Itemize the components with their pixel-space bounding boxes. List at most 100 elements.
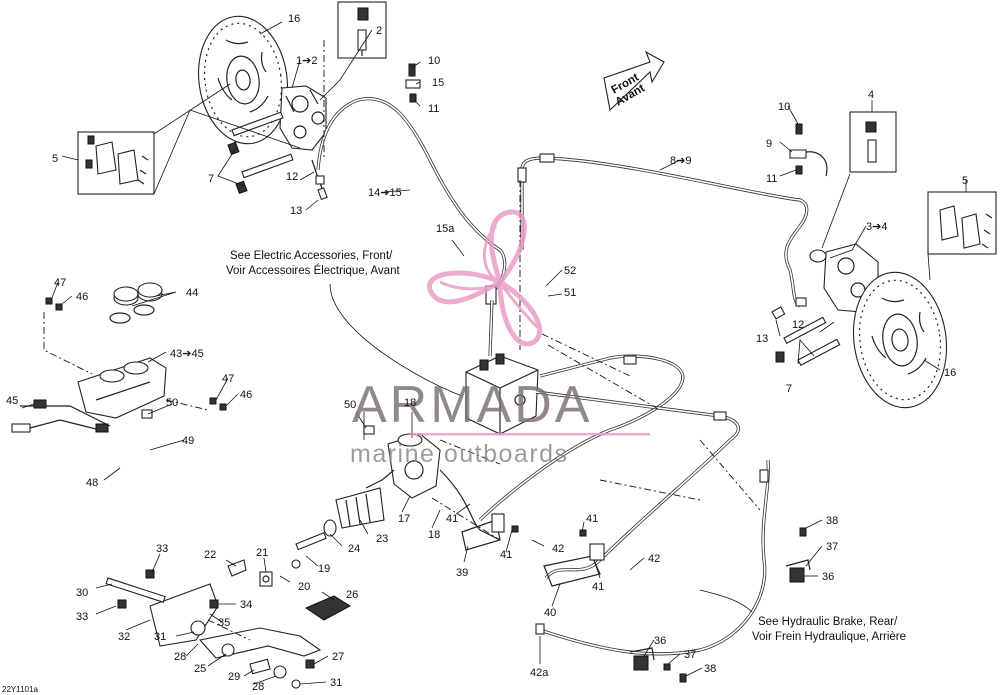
left-bleeder: [311, 159, 328, 201]
callout-28-right: 28: [252, 681, 264, 693]
callout-4: 4: [868, 89, 874, 101]
callout-1-2: 1➔2: [296, 55, 317, 67]
hose-bracket-right: [789, 123, 828, 177]
hydraulic-brake-note-line1: See Hydraulic Brake, Rear/: [758, 616, 898, 628]
hydraulic-brake-note-line2: Voir Frein Hydraulique, Arrière: [752, 631, 906, 643]
callout-32: 32: [118, 631, 130, 643]
front-direction-arrow: [603, 50, 665, 112]
reservoir-hoses: [117, 409, 401, 492]
callout-31-left: 31: [154, 631, 166, 643]
watermark-tagline: marine outboards: [350, 440, 569, 468]
callout-41-d: 41: [592, 581, 604, 593]
callout-9: 9: [766, 138, 772, 150]
callout-33-bottom: 33: [76, 611, 88, 623]
callout-13-right: 13: [756, 333, 768, 345]
callout-47-top: 47: [54, 277, 66, 289]
callout-29: 29: [228, 671, 240, 683]
pedal-bushings: [249, 658, 315, 689]
callout-28-left: 28: [174, 651, 186, 663]
right-brake-disc: [852, 271, 948, 409]
brake-fluid-reservoir: [77, 357, 167, 419]
callout-3-4: 3➔4: [866, 221, 887, 233]
right-bleeder-and-bolts: [771, 297, 841, 367]
left-brake-disc: [197, 15, 289, 145]
callout-26: 26: [346, 589, 358, 601]
callout-45: 45: [6, 395, 18, 407]
watermark: ARMADA marine outboards: [350, 209, 650, 468]
callout-37-bottom: 37: [684, 649, 696, 661]
callout-50-left: 50: [166, 397, 178, 409]
callout-10-right: 10: [778, 101, 790, 113]
watermark-brand: ARMADA: [352, 376, 592, 434]
callout-44: 44: [186, 287, 198, 299]
callout-23: 23: [376, 533, 388, 545]
callout-8-9: 8➔9: [670, 155, 691, 167]
left-brake-pads-kit: [77, 131, 155, 195]
right-brake-pads-kit: [927, 191, 997, 255]
callout-33-top: 33: [156, 543, 168, 555]
callout-41-b: 41: [500, 549, 512, 561]
callout-20: 20: [298, 581, 310, 593]
callout-37-right: 37: [826, 541, 838, 553]
line-brackets: [461, 513, 605, 587]
callout-19: 19: [318, 563, 330, 575]
callout-34: 34: [240, 599, 252, 611]
callout-42-b: 42: [648, 553, 660, 565]
hose-bracket-top: [405, 63, 421, 103]
callout-15-top: 15: [432, 77, 444, 89]
callout-40: 40: [544, 607, 556, 619]
callout-11-top: 11: [428, 103, 439, 115]
callout-52: 52: [564, 265, 576, 277]
electric-accessories-note-line2: Voir Accessoires Électrique, Avant: [226, 264, 400, 277]
master-cylinder: [365, 433, 441, 499]
callout-5-left: 5: [52, 153, 58, 165]
callout-27: 27: [332, 651, 344, 663]
callout-16-right: 16: [944, 367, 956, 379]
callout-18-bottom: 18: [428, 529, 440, 541]
bleeder-kit-box: [337, 1, 387, 59]
callout-31-right: 31: [330, 677, 342, 689]
left-caliper-bolts: [227, 111, 294, 195]
callout-38-right: 38: [826, 515, 838, 527]
callout-7-left: 7: [208, 173, 214, 185]
assembly-dash-lines: [43, 40, 761, 641]
callout-12-left: 12: [286, 171, 298, 183]
callout-42-a: 42: [552, 543, 564, 555]
callout-46-mid: 46: [240, 389, 252, 401]
callout-13-left: 13: [290, 205, 302, 217]
reservoir-caps: [109, 282, 163, 324]
callout-39: 39: [456, 567, 468, 579]
pushrod-parts: [291, 519, 337, 569]
callout-15a: 15a: [436, 223, 455, 235]
brake-lines-center: [439, 299, 770, 656]
reservoir-fasteners: [45, 297, 227, 411]
callout-7-right: 7: [786, 383, 792, 395]
line-clips: [629, 527, 811, 683]
callout-21: 21: [256, 547, 268, 559]
brake-pedal: [190, 595, 351, 659]
callout-50-mid: 50: [344, 399, 356, 411]
callout-36-bottom: 36: [654, 635, 666, 647]
callout-14-15: 14➔15: [368, 187, 402, 199]
callout-42a: 42a: [530, 667, 549, 679]
callout-16-left: 16: [288, 13, 300, 25]
callout-46-top: 46: [76, 291, 88, 303]
callout-43-45: 43➔45: [170, 348, 204, 360]
callout-49: 49: [182, 435, 194, 447]
front-right-brake-line: [517, 153, 809, 308]
callout-12-right: 12: [792, 319, 804, 331]
bleeder-kit-box-right: [849, 111, 897, 173]
callout-51: 51: [564, 287, 576, 299]
callout-48: 48: [86, 477, 98, 489]
callout-5-right: 5: [962, 175, 968, 187]
level-sensor: [11, 399, 111, 433]
callout-30: 30: [76, 587, 88, 599]
callout-labels: 16 2 1➔2 10 15 11 5 7 12 13 14➔15 8➔9 10…: [6, 13, 968, 693]
callout-38-bottom: 38: [704, 663, 716, 675]
abs-module: [465, 353, 539, 435]
callout-25: 25: [194, 663, 206, 675]
callout-41-a: 41: [446, 513, 458, 525]
callout-2: 2: [376, 25, 382, 37]
